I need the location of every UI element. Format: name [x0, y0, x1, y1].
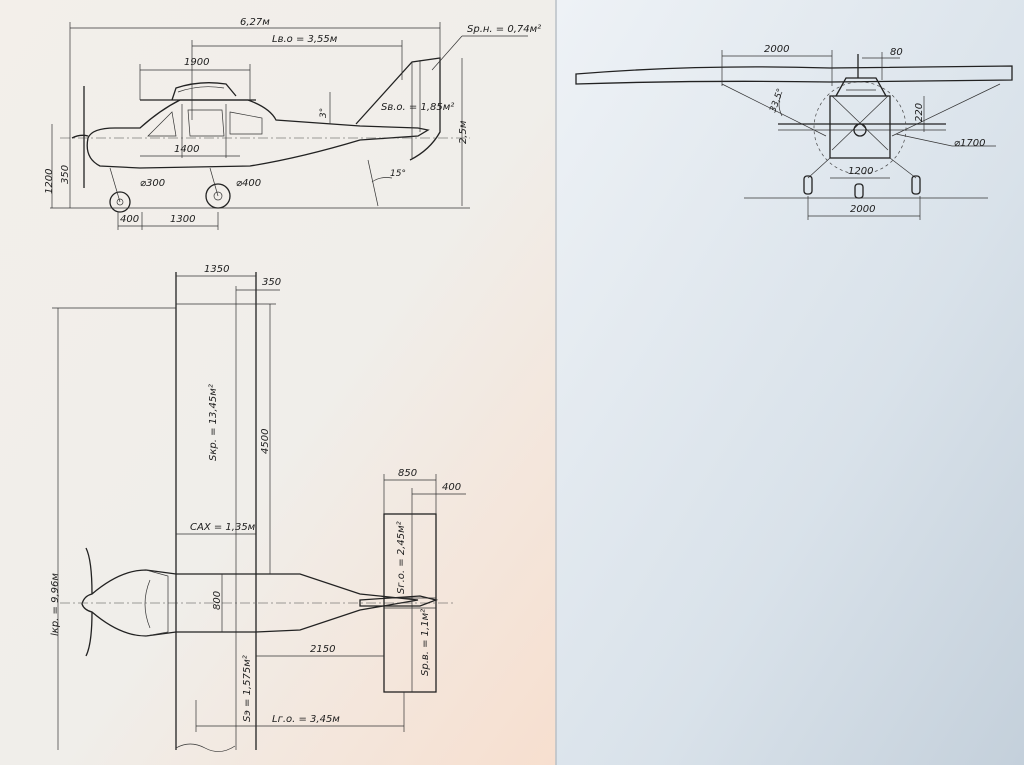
front-top-offset-label: 80: [890, 47, 903, 58]
right-sheet: [556, 0, 1024, 765]
height-label: 2,5м: [458, 120, 469, 144]
stab-area-label: Sг.о. = 2,45м²: [396, 521, 407, 594]
mac-label: САХ = 1,35м: [190, 522, 256, 533]
tail-angle-label: 15°: [390, 169, 406, 179]
fuselage-width-label: 1400: [174, 144, 199, 155]
stab-chord-label: 850: [398, 468, 417, 479]
ground-height-label: 1200: [44, 169, 55, 194]
wing-chord-label: 1350: [204, 264, 229, 275]
elevator-chord-label: 400: [442, 482, 461, 493]
rudder-area-label: Sр.н. = 0,74м²: [467, 24, 541, 35]
left-sheet: [0, 0, 556, 765]
wheelbase-label: 1300: [170, 214, 195, 225]
front-gap-label: 220: [914, 103, 925, 122]
front-half-span-label: 2000: [764, 44, 789, 55]
fin-area-label: Sв.о. = 1,85м²: [381, 102, 454, 113]
tail-arm-top-label: Lг.о. = 3,45м: [272, 714, 340, 725]
tail-distance-label: 2150: [310, 644, 335, 655]
tail-arm-label: Lв.о = 3,55м: [272, 34, 338, 45]
main-wheel-label: ⌀400: [236, 178, 261, 189]
aileron-area-label: Sэ = 1,575м²: [242, 655, 253, 722]
prop-diameter-label: ⌀1700: [954, 138, 985, 149]
overall-length-label: 6,27м: [240, 17, 270, 28]
side-view: 6,27м Lв.о = 3,55м Sр.н. = 0,74м² 1900 3…: [44, 17, 541, 230]
nose-wheel-label: ⌀300: [140, 178, 165, 189]
span-label: lкр. = 9,96м: [50, 573, 61, 636]
front-track-label: 2000: [850, 204, 875, 215]
fuselage-width-label-top: 800: [212, 591, 223, 610]
half-span-dim-label: 4500: [260, 429, 271, 454]
front-body-width-label: 1200: [848, 166, 873, 177]
cabin-length-label: 1900: [184, 57, 209, 68]
aileron-chord-label: 350: [262, 277, 281, 288]
wing-area-label: Sкр. = 13,45м²: [208, 384, 219, 461]
incidence-label: 3°: [319, 108, 329, 118]
nose-offset-label: 400: [120, 214, 139, 225]
elevator-area-label: Sр.в. = 1,1м²: [420, 609, 431, 676]
top-view: 1350 350 Sкр. = 13,45м² 4500 САХ = 1,35м…: [50, 264, 466, 752]
axis-height-label: 350: [60, 165, 71, 184]
